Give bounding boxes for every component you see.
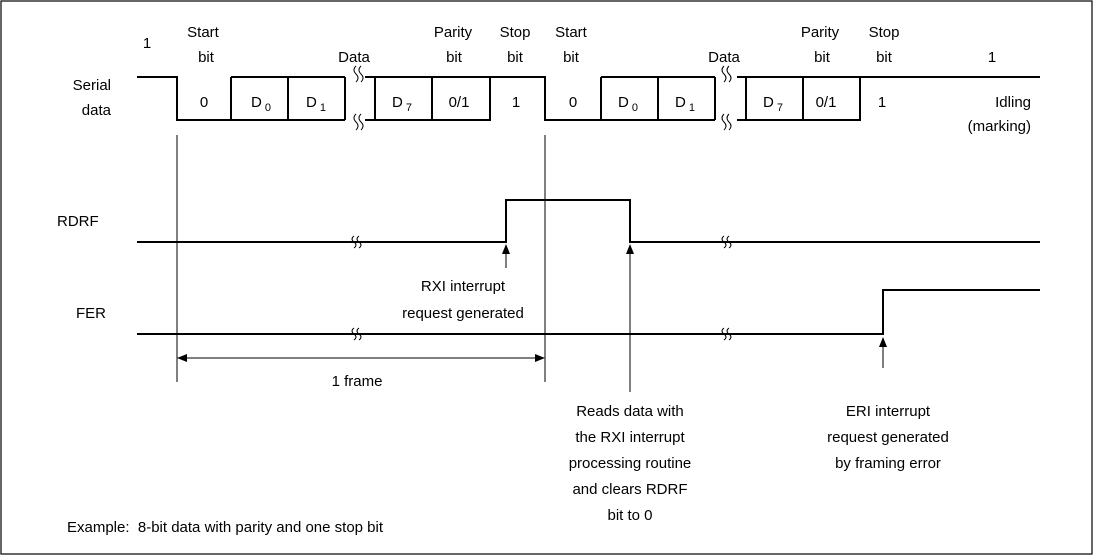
eri-line-2: request generated bbox=[827, 429, 949, 446]
eri-line-1: ERI interrupt bbox=[846, 403, 931, 420]
eri-annotation: ERI interrupt request generated by frami… bbox=[827, 403, 949, 472]
frame2-parity-label-line1: Parity bbox=[801, 24, 840, 41]
rxi-interrupt-label-line2: request generated bbox=[402, 305, 524, 322]
rdrf-waveform bbox=[137, 199, 1040, 243]
frame-boundary-lines bbox=[176, 135, 546, 382]
frame2-stop-label-line1: Stop bbox=[869, 24, 900, 41]
frame1-start-bit-value: 0 bbox=[200, 94, 208, 111]
reads-data-line-3: processing routine bbox=[569, 455, 692, 472]
frame1-data-label: Data bbox=[338, 49, 370, 66]
rdrf-label: RDRF bbox=[57, 213, 99, 230]
frame2-stop-label-line2: bit bbox=[876, 49, 893, 66]
frame2-stop-value: 1 bbox=[878, 94, 886, 111]
serial-data-waveform bbox=[137, 76, 1040, 121]
frame1-parity-label-line2: bit bbox=[446, 49, 463, 66]
frame1-idle-one: 1 bbox=[143, 35, 151, 52]
idling-label-line2: (marking) bbox=[968, 118, 1031, 135]
reads-data-annotation: Reads data with the RXI interrupt proces… bbox=[569, 403, 692, 524]
fer-waveform bbox=[137, 289, 1040, 335]
serial-data-label-line1: Serial bbox=[73, 77, 111, 94]
idling-label-line1: Idling bbox=[995, 94, 1031, 111]
reads-data-line-5: bit to 0 bbox=[607, 507, 652, 524]
serial-break-marks bbox=[353, 65, 732, 131]
frame2-parity-value: 0/1 bbox=[816, 94, 837, 111]
serial-data-label-line2: data bbox=[82, 102, 112, 119]
frame1-start-label-line2: bit bbox=[198, 49, 215, 66]
rdrf-break-marks bbox=[351, 235, 732, 249]
reads-data-line-4: and clears RDRF bbox=[572, 481, 687, 498]
fer-label: FER bbox=[76, 305, 106, 322]
frame1-start-label-line1: Start bbox=[187, 24, 220, 41]
frame2-idle-one: 1 bbox=[988, 49, 996, 66]
one-frame-label: 1 frame bbox=[332, 373, 383, 390]
rxi-interrupt-label-line1: RXI interrupt bbox=[421, 278, 506, 295]
fer-break-marks bbox=[351, 327, 732, 341]
reads-data-line-2: the RXI interrupt bbox=[575, 429, 685, 446]
reads-data-line-1: Reads data with bbox=[576, 403, 684, 420]
eri-line-3: by framing error bbox=[835, 455, 941, 472]
frame1-parity-label-line1: Parity bbox=[434, 24, 473, 41]
frame2-parity-label-line2: bit bbox=[814, 49, 831, 66]
example-caption: Example: 8-bit data with parity and one … bbox=[67, 519, 384, 536]
frame1-stop-label-line1: Stop bbox=[500, 24, 531, 41]
frame2-start-bit-value: 0 bbox=[569, 94, 577, 111]
frame2-data-label: Data bbox=[708, 49, 740, 66]
frame1-parity-value: 0/1 bbox=[449, 94, 470, 111]
frame1-stop-value: 1 bbox=[512, 94, 520, 111]
frame2-start-label-line2: bit bbox=[563, 49, 580, 66]
frame1-stop-label-line2: bit bbox=[507, 49, 524, 66]
frame2-start-label-line1: Start bbox=[555, 24, 588, 41]
